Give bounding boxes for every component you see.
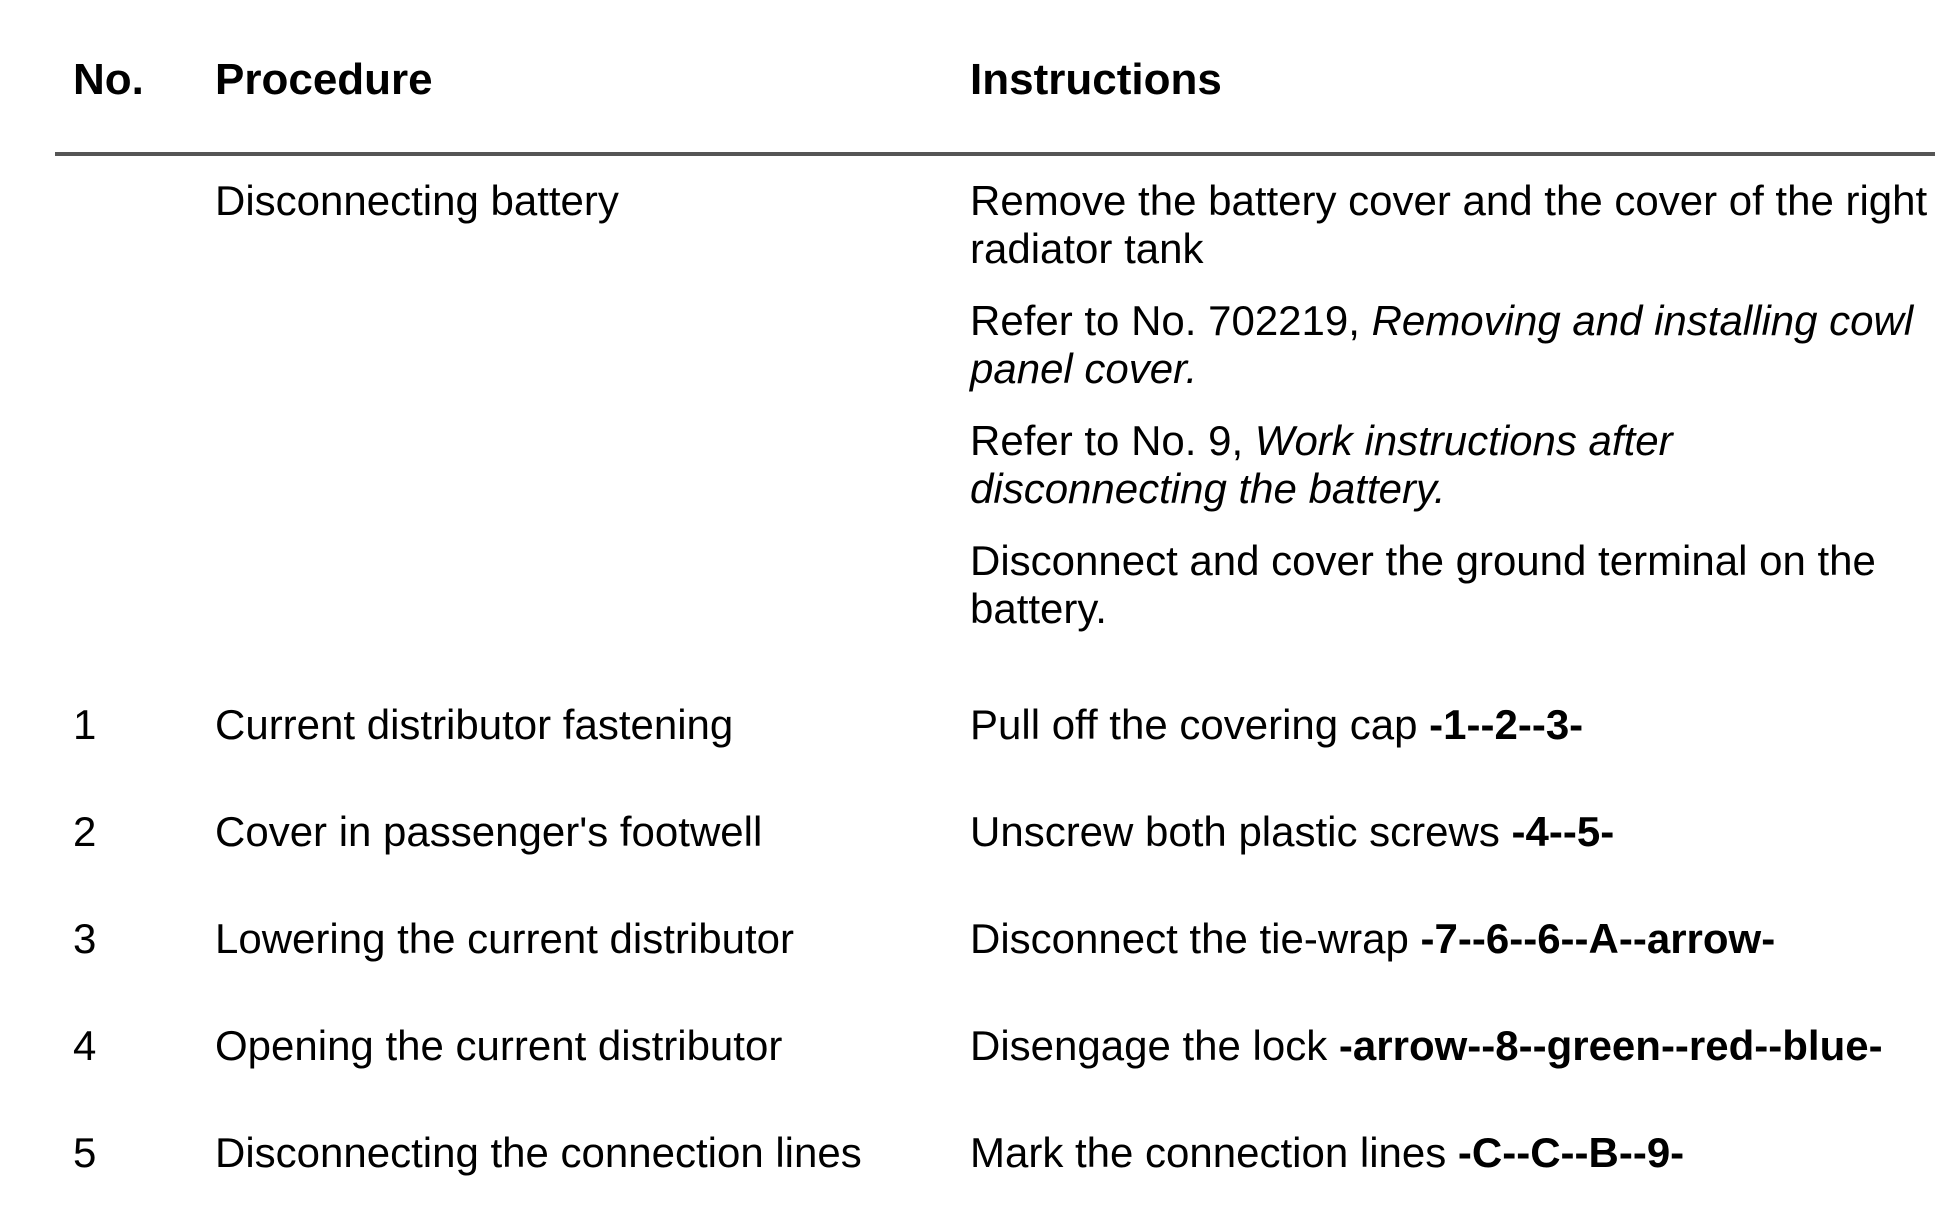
procedure-cell: Disconnecting battery (215, 177, 619, 224)
column-header-procedure: Procedure (215, 55, 433, 104)
row-number-cell: 3 (73, 915, 97, 962)
table-row-battery: Disconnecting battery Remove the battery… (73, 177, 1935, 633)
table-row: 2 Cover in passenger's footwell Unscrew … (73, 808, 1935, 856)
procedure-cell: Lowering the current distributor (215, 915, 794, 962)
table-header-row: No. Procedure Instructions (73, 56, 1935, 104)
column-header-instructions: Instructions (970, 55, 1222, 104)
instruction-text: Refer to No. 702219, (970, 297, 1372, 344)
instruction-paragraph: Remove the battery cover and the cover o… (970, 177, 1935, 273)
instruction-text: Disconnect the tie-wrap (970, 915, 1421, 962)
table-row: 5 Disconnecting the connection lines Mar… (73, 1129, 1935, 1177)
procedure-cell: Current distributor fastening (215, 701, 734, 748)
instructions-cell: Remove the battery cover and the cover o… (970, 177, 1935, 633)
instruction-paragraph: Disconnect and cover the ground terminal… (970, 537, 1935, 633)
instruction-text: Refer to No. 9, (970, 417, 1255, 464)
instruction-text: Mark the connection lines (970, 1129, 1458, 1176)
procedure-cell: Opening the current distributor (215, 1022, 783, 1069)
row-number-cell: 1 (73, 701, 97, 748)
row-number-cell: 4 (73, 1022, 97, 1069)
instruction-text: Unscrew both plastic screws (970, 808, 1512, 855)
procedure-cell: Cover in passenger's footwell (215, 808, 763, 855)
instruction-text: Disengage the lock (970, 1022, 1339, 1069)
instruction-item-refs: -C--C--B--9- (1457, 1129, 1685, 1176)
instruction-item-refs: -4--5- (1511, 808, 1615, 855)
row-number-cell: 2 (73, 808, 97, 855)
instruction-paragraph: Refer to No. 9, Work instructions after … (970, 417, 1935, 513)
instruction-reference-title: Removing and installing cowl panel cover… (970, 297, 1914, 392)
instructions-cell: Unscrew both plastic screws -4--5- (970, 808, 1935, 856)
instructions-cell: Disengage the lock -arrow--8--green--red… (970, 1022, 1935, 1070)
table-row: 4 Opening the current distributor Diseng… (73, 1022, 1935, 1070)
instruction-item-refs: -arrow--8--green--red--blue- (1338, 1022, 1883, 1069)
instruction-item-refs: -1--2--3- (1429, 701, 1584, 748)
instruction-item-refs: -7--6--6--A--arrow- (1420, 915, 1776, 962)
instruction-text: Disconnect and cover the ground terminal… (970, 537, 1876, 632)
instruction-text: Remove the battery cover and the cover o… (970, 177, 1928, 272)
instruction-paragraph: Refer to No. 702219, Removing and instal… (970, 297, 1935, 393)
instructions-cell: Pull off the covering cap -1--2--3- (970, 701, 1935, 749)
table-row: 3 Lowering the current distributor Disco… (73, 915, 1935, 963)
instructions-cell: Disconnect the tie-wrap -7--6--6--A--arr… (970, 915, 1935, 963)
table-row: 1 Current distributor fastening Pull off… (73, 701, 1935, 749)
header-divider-line (55, 152, 1935, 156)
column-header-no: No. (73, 55, 144, 104)
instruction-text: Pull off the covering cap (970, 701, 1430, 748)
instructions-cell: Mark the connection lines -C--C--B--9- (970, 1129, 1935, 1177)
row-number-cell: 5 (73, 1129, 97, 1176)
procedure-cell: Disconnecting the connection lines (215, 1129, 862, 1176)
instruction-reference-title: Work instructions after disconnecting th… (970, 417, 1673, 512)
